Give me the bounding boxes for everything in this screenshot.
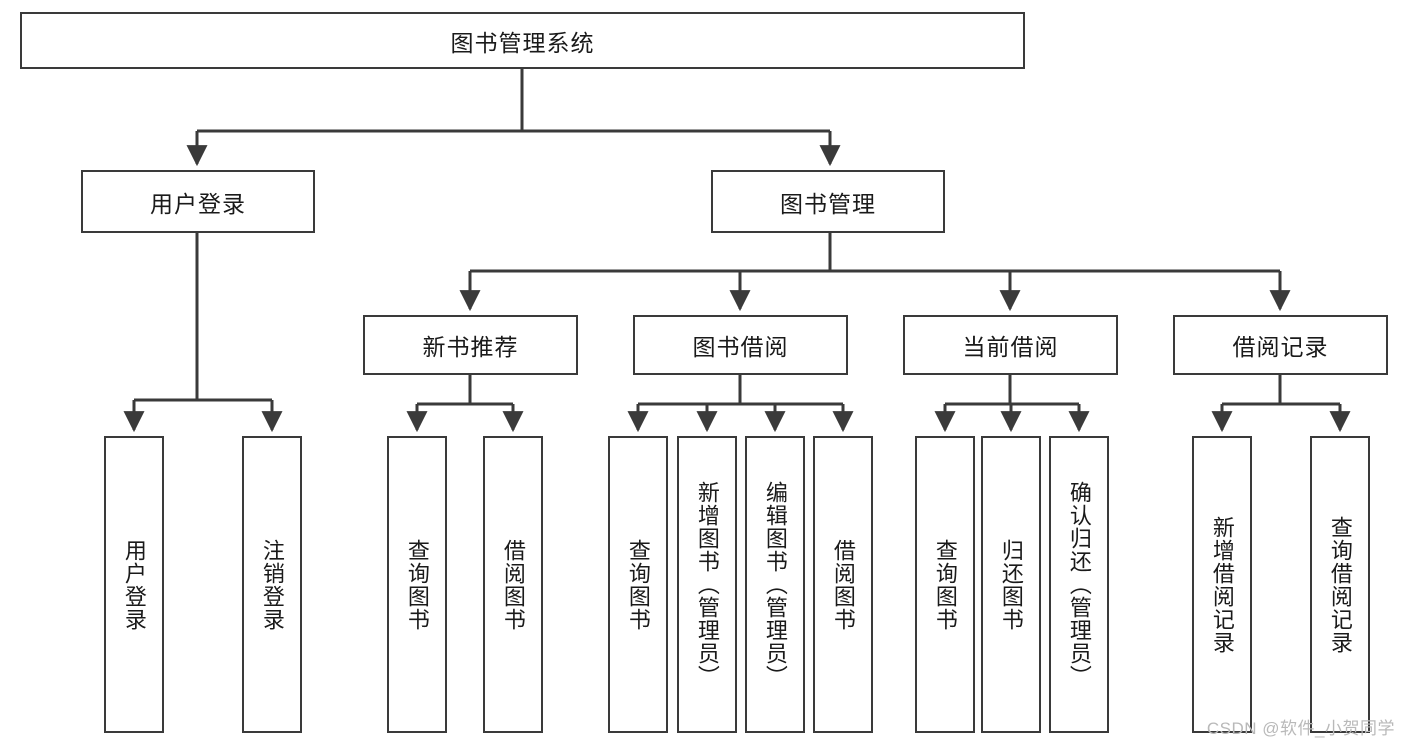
leaf-user-login-1-label: 用户登录 [121,538,147,631]
leaf-current-borrow-1[interactable]: 查询图书 [915,436,975,733]
node-current-borrow[interactable]: 当前借阅 [903,315,1118,375]
leaf-new-book-1[interactable]: 查询图书 [387,436,447,733]
leaf-book-borrow-2-label: 新增图书（管理员） [694,481,720,688]
leaf-current-borrow-3[interactable]: 确认归还（管理员） [1049,436,1109,733]
node-new-book-recommend-label: 新书推荐 [422,334,519,360]
watermark: CSDN @软件_小贺同学 [1206,719,1395,738]
node-book-borrow-label: 图书借阅 [692,334,789,360]
node-user-login-label: 用户登录 [150,190,246,217]
leaf-current-borrow-2[interactable]: 归还图书 [981,436,1041,733]
leaf-user-login-1[interactable]: 用户登录 [104,436,164,733]
node-current-borrow-label: 当前借阅 [962,334,1059,360]
leaf-borrow-record-1[interactable]: 新增借阅记录 [1192,436,1252,733]
leaf-borrow-record-2[interactable]: 查询借阅记录 [1310,436,1370,733]
node-borrow-record-label: 借阅记录 [1232,334,1329,360]
node-book-management-label: 图书管理 [780,190,876,217]
leaf-book-borrow-4[interactable]: 借阅图书 [813,436,873,733]
leaf-book-borrow-2[interactable]: 新增图书（管理员） [677,436,737,733]
leaf-book-borrow-4-label: 借阅图书 [830,538,856,631]
leaf-current-borrow-2-label: 归还图书 [998,538,1024,631]
leaf-new-book-2-label: 借阅图书 [500,538,526,631]
node-new-book-recommend[interactable]: 新书推荐 [363,315,578,375]
node-book-borrow[interactable]: 图书借阅 [633,315,848,375]
leaf-current-borrow-3-label: 确认归还（管理员） [1066,481,1092,688]
leaf-current-borrow-1-label: 查询图书 [932,538,958,631]
leaf-book-borrow-1[interactable]: 查询图书 [608,436,668,733]
node-borrow-record[interactable]: 借阅记录 [1173,315,1388,375]
leaf-user-login-2[interactable]: 注销登录 [242,436,302,733]
node-book-management[interactable]: 图书管理 [711,170,945,233]
leaf-book-borrow-3-label: 编辑图书（管理员） [762,481,788,688]
leaf-book-borrow-1-label: 查询图书 [625,538,651,631]
leaf-book-borrow-3[interactable]: 编辑图书（管理员） [745,436,805,733]
node-user-login[interactable]: 用户登录 [81,170,315,233]
leaf-borrow-record-1-label: 新增借阅记录 [1209,515,1235,654]
leaf-user-login-2-label: 注销登录 [259,538,285,631]
node-root[interactable]: 图书管理系统 [20,12,1025,69]
node-root-label: 图书管理系统 [450,29,595,56]
leaf-borrow-record-2-label: 查询借阅记录 [1327,515,1353,654]
leaf-new-book-1-label: 查询图书 [404,538,430,631]
leaf-new-book-2[interactable]: 借阅图书 [483,436,543,733]
